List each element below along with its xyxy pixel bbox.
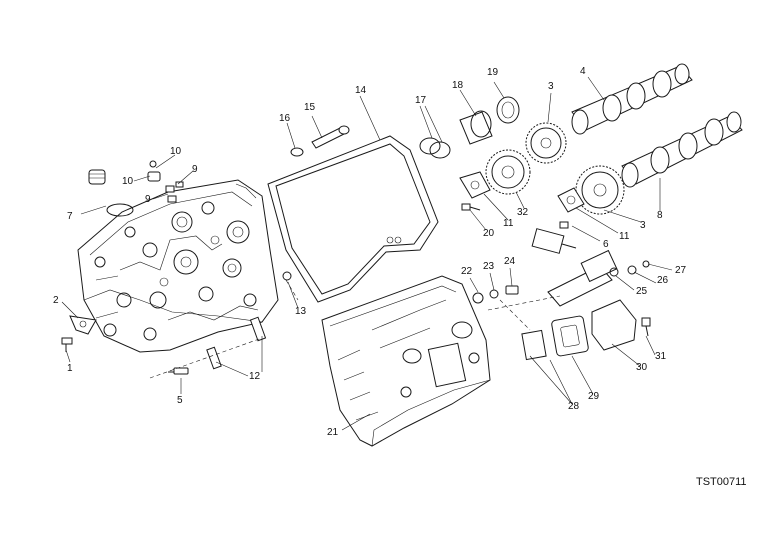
cover-gasket (267, 135, 439, 303)
studs-and-dowels (168, 271, 292, 375)
camshaft-lower (621, 111, 743, 188)
callout-25: 25 (636, 286, 648, 297)
callout-26: 26 (657, 275, 669, 286)
cam-sprocket-upper (525, 122, 567, 164)
callout-4: 4 (580, 66, 586, 77)
callout-10-upper: 10 (170, 146, 182, 157)
callout-11-left: 11 (503, 218, 514, 229)
callout-18: 18 (452, 80, 464, 91)
callout-7: 7 (67, 211, 73, 222)
shaft-seal (496, 96, 520, 124)
camshaft-upper (571, 63, 693, 135)
callout-14: 14 (355, 85, 367, 96)
oil-filler-cap (88, 169, 134, 217)
cam-sprocket-middle (485, 149, 531, 195)
small-fittings (147, 160, 184, 203)
callout-24: 24 (504, 256, 516, 267)
seal-rings (419, 137, 451, 159)
bolt-20 (461, 203, 481, 211)
callout-23: 23 (483, 261, 495, 272)
callout-15: 15 (304, 102, 316, 113)
callout-10-lower: 10 (122, 176, 134, 187)
callout-19: 19 (487, 67, 499, 78)
callout-5: 5 (177, 395, 183, 406)
callout-3-upper: 3 (548, 81, 554, 92)
callout-31: 31 (655, 351, 667, 362)
cam-sprocket-lower (575, 165, 625, 215)
callout-9-lower: 9 (145, 194, 151, 205)
callout-27: 27 (675, 265, 687, 276)
sensor-connector (531, 221, 577, 254)
drawing-reference-code: TST00711 (696, 476, 747, 488)
callout-16: 16 (279, 113, 291, 124)
callout-28: 28 (568, 401, 580, 412)
callout-20: 20 (483, 228, 495, 239)
callout-3-lower: 3 (640, 220, 646, 231)
bushing (459, 110, 493, 145)
callout-13: 13 (295, 306, 307, 317)
callout-8: 8 (657, 210, 663, 221)
callout-11-right: 11 (619, 231, 630, 242)
callout-32: 32 (517, 207, 529, 218)
callout-30: 30 (636, 362, 648, 373)
callout-6: 6 (603, 239, 609, 250)
callout-22: 22 (461, 266, 473, 277)
callout-29: 29 (588, 391, 600, 402)
cover-bolt (290, 125, 350, 157)
sprocket-plates (459, 171, 585, 213)
bracket-and-bolt (61, 315, 97, 352)
valve-cover (321, 275, 491, 447)
callout-9-upper: 9 (192, 164, 198, 175)
callout-17: 17 (415, 95, 427, 106)
leader-lines (61, 76, 673, 431)
callout-12: 12 (249, 371, 261, 382)
washers (627, 260, 650, 275)
callout-21: 21 (327, 427, 339, 438)
electronic-modules (521, 299, 651, 361)
callout-1: 1 (67, 363, 73, 374)
actuator (547, 249, 619, 307)
cover-fittings (472, 285, 519, 304)
cylinder-head (77, 179, 279, 353)
callout-2: 2 (53, 295, 59, 306)
